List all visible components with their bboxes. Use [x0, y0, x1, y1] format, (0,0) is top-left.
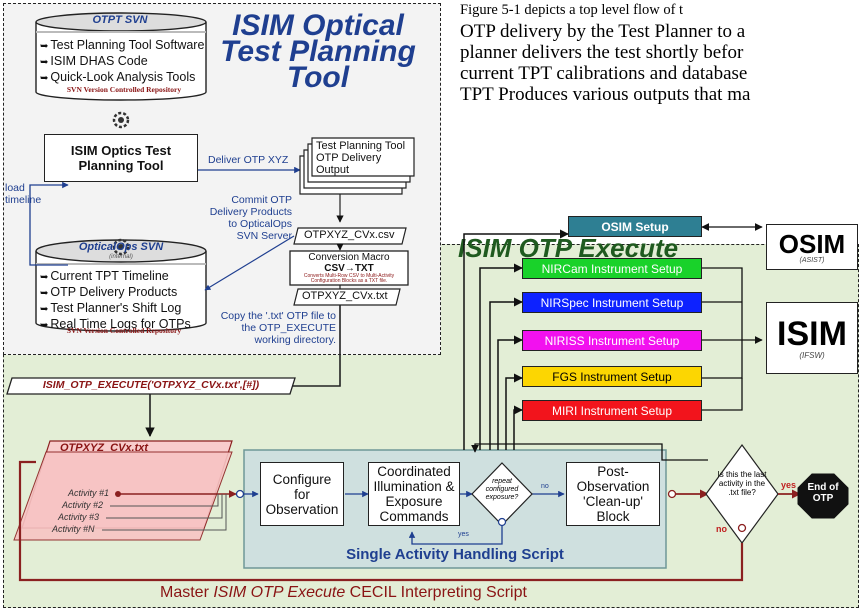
single-activity-script-label: Single Activity Handling Script — [346, 546, 564, 563]
figure-caption: Figure 5-1 depicts a top level flow of t… — [460, 0, 862, 105]
setup-bus — [463, 229, 569, 450]
gear-icon-bottom — [112, 238, 130, 256]
caption-line: current TPT calibrations and database — [460, 63, 748, 84]
tool-title: ISIM Optical Test Planning Tool — [220, 9, 416, 94]
otp-file-stack — [13, 440, 233, 541]
master-italic: ISIM OTP Execute — [213, 584, 346, 601]
master-prefix: Master — [160, 584, 214, 601]
conversion-title: Conversion Macro — [308, 252, 390, 263]
txt-file-label: OTPXYZ_CVx.txt — [302, 290, 388, 302]
list-item: Test Planning Tool Software — [40, 38, 204, 54]
repeat-yes-label: yes — [458, 531, 469, 538]
gear-icon-top — [112, 111, 130, 129]
last-no-label: no — [716, 524, 727, 534]
coordinated-box: Coordinated Illumination & Exposure Comm… — [368, 462, 460, 526]
opticalops-svn-caption: SVN Version Controlled Repository — [66, 326, 182, 335]
configure-box: Configure for Observation — [260, 462, 344, 526]
csv-file-label: OTPXYZ_CVx.csv — [304, 229, 395, 241]
osim-setup: OSIM Setup — [568, 216, 702, 237]
activity-3: Activity #3 — [58, 512, 100, 522]
post-observation-box: Post-Observation 'Clean-up' Block — [566, 462, 660, 526]
caption-line: Figure 5-1 depicts a top level flow of t — [460, 2, 684, 18]
commit-label: Commit OTP Delivery Products to OpticalO… — [209, 194, 292, 242]
master-suffix: CECIL Interpreting Script — [345, 584, 527, 601]
fgs-setup: FGS Instrument Setup — [522, 366, 702, 387]
list-item: OTP Delivery Products — [40, 285, 191, 301]
miri-setup: MIRI Instrument Setup — [522, 400, 702, 421]
nircam-setup: NIRCam Instrument Setup — [522, 258, 702, 279]
repeat-no-label: no — [541, 483, 549, 490]
deliver-label: Deliver OTP XYZ — [208, 154, 289, 166]
isim-name: ISIM — [777, 314, 847, 353]
niriss-setup: NIRISS Instrument Setup — [522, 330, 702, 351]
osim-sub: (ASIST) — [799, 256, 825, 264]
caption-line: planner delivers the test shortly befor — [460, 42, 744, 63]
conversion-subtitle: CSV→TXT — [324, 263, 374, 274]
delivery-output-documents — [299, 137, 415, 195]
caption-line: OTP delivery by the Test Planner to a — [460, 21, 746, 42]
otpt-svn-caption: SVN Version Controlled Repository — [66, 85, 182, 94]
opticalops-svn-title: OpticalOps SVN — [78, 241, 164, 253]
opticalops-svn-subtitle: (internal) — [109, 254, 133, 260]
master-script-label: Master ISIM OTP Execute CECIL Interpreti… — [160, 584, 527, 602]
last-activity-label: Is this the last activity in the .txt fi… — [717, 470, 767, 497]
osim-name: OSIM — [778, 228, 846, 259]
list-item: Test Planner's Shift Log — [40, 301, 191, 317]
repeat-diamond-label: repeat configured exposure? — [485, 478, 519, 501]
activity-1: Activity #1 — [68, 488, 110, 498]
conversion-note: Converts Multi-Row CSV to Multi-Activity… — [303, 273, 395, 284]
planning-tool-box: ISIM Optics Test Planning Tool — [44, 134, 198, 182]
osim-box: OSIM (ASIST) — [766, 224, 858, 270]
nirspec-setup: NIRSpec Instrument Setup — [522, 292, 702, 313]
delivery-output-label: Test Planning Tool OTP Delivery Output — [316, 140, 406, 176]
load-timeline-label: load timeline — [5, 182, 42, 206]
list-item: Quick-Look Analysis Tools — [40, 70, 204, 86]
list-item: ISIM DHAS Code — [40, 54, 204, 70]
opticalops-svn-list: Current TPT Timeline OTP Delivery Produc… — [40, 269, 191, 333]
otpt-svn-title: OTPT SVN — [92, 14, 148, 26]
list-item: Real Time Logs for OTPs — [40, 317, 190, 333]
execute-command: ISIM_OTP_EXECUTE('OTPXYZ_CVx.txt',[#]) — [42, 379, 260, 391]
otp-file-name: OTPXYZ_CVx.txt — [60, 442, 149, 454]
activity-n: Activity #N — [52, 524, 95, 534]
caption-line: TPT Produces various outputs that ma — [460, 84, 751, 105]
isim-sub: (IFSW) — [799, 350, 825, 360]
list-item: Current TPT Timeline — [40, 269, 191, 285]
otpt-svn-list: Test Planning Tool Software ISIM DHAS Co… — [40, 38, 204, 86]
copy-label: Copy the '.txt' OTP file to the OTP_EXEC… — [220, 310, 336, 346]
isim-box: ISIM (IFSW) — [766, 302, 858, 374]
activity-2: Activity #2 — [62, 500, 104, 510]
last-yes-label: yes — [781, 480, 797, 490]
end-of-otp: End of OTP — [807, 482, 839, 504]
